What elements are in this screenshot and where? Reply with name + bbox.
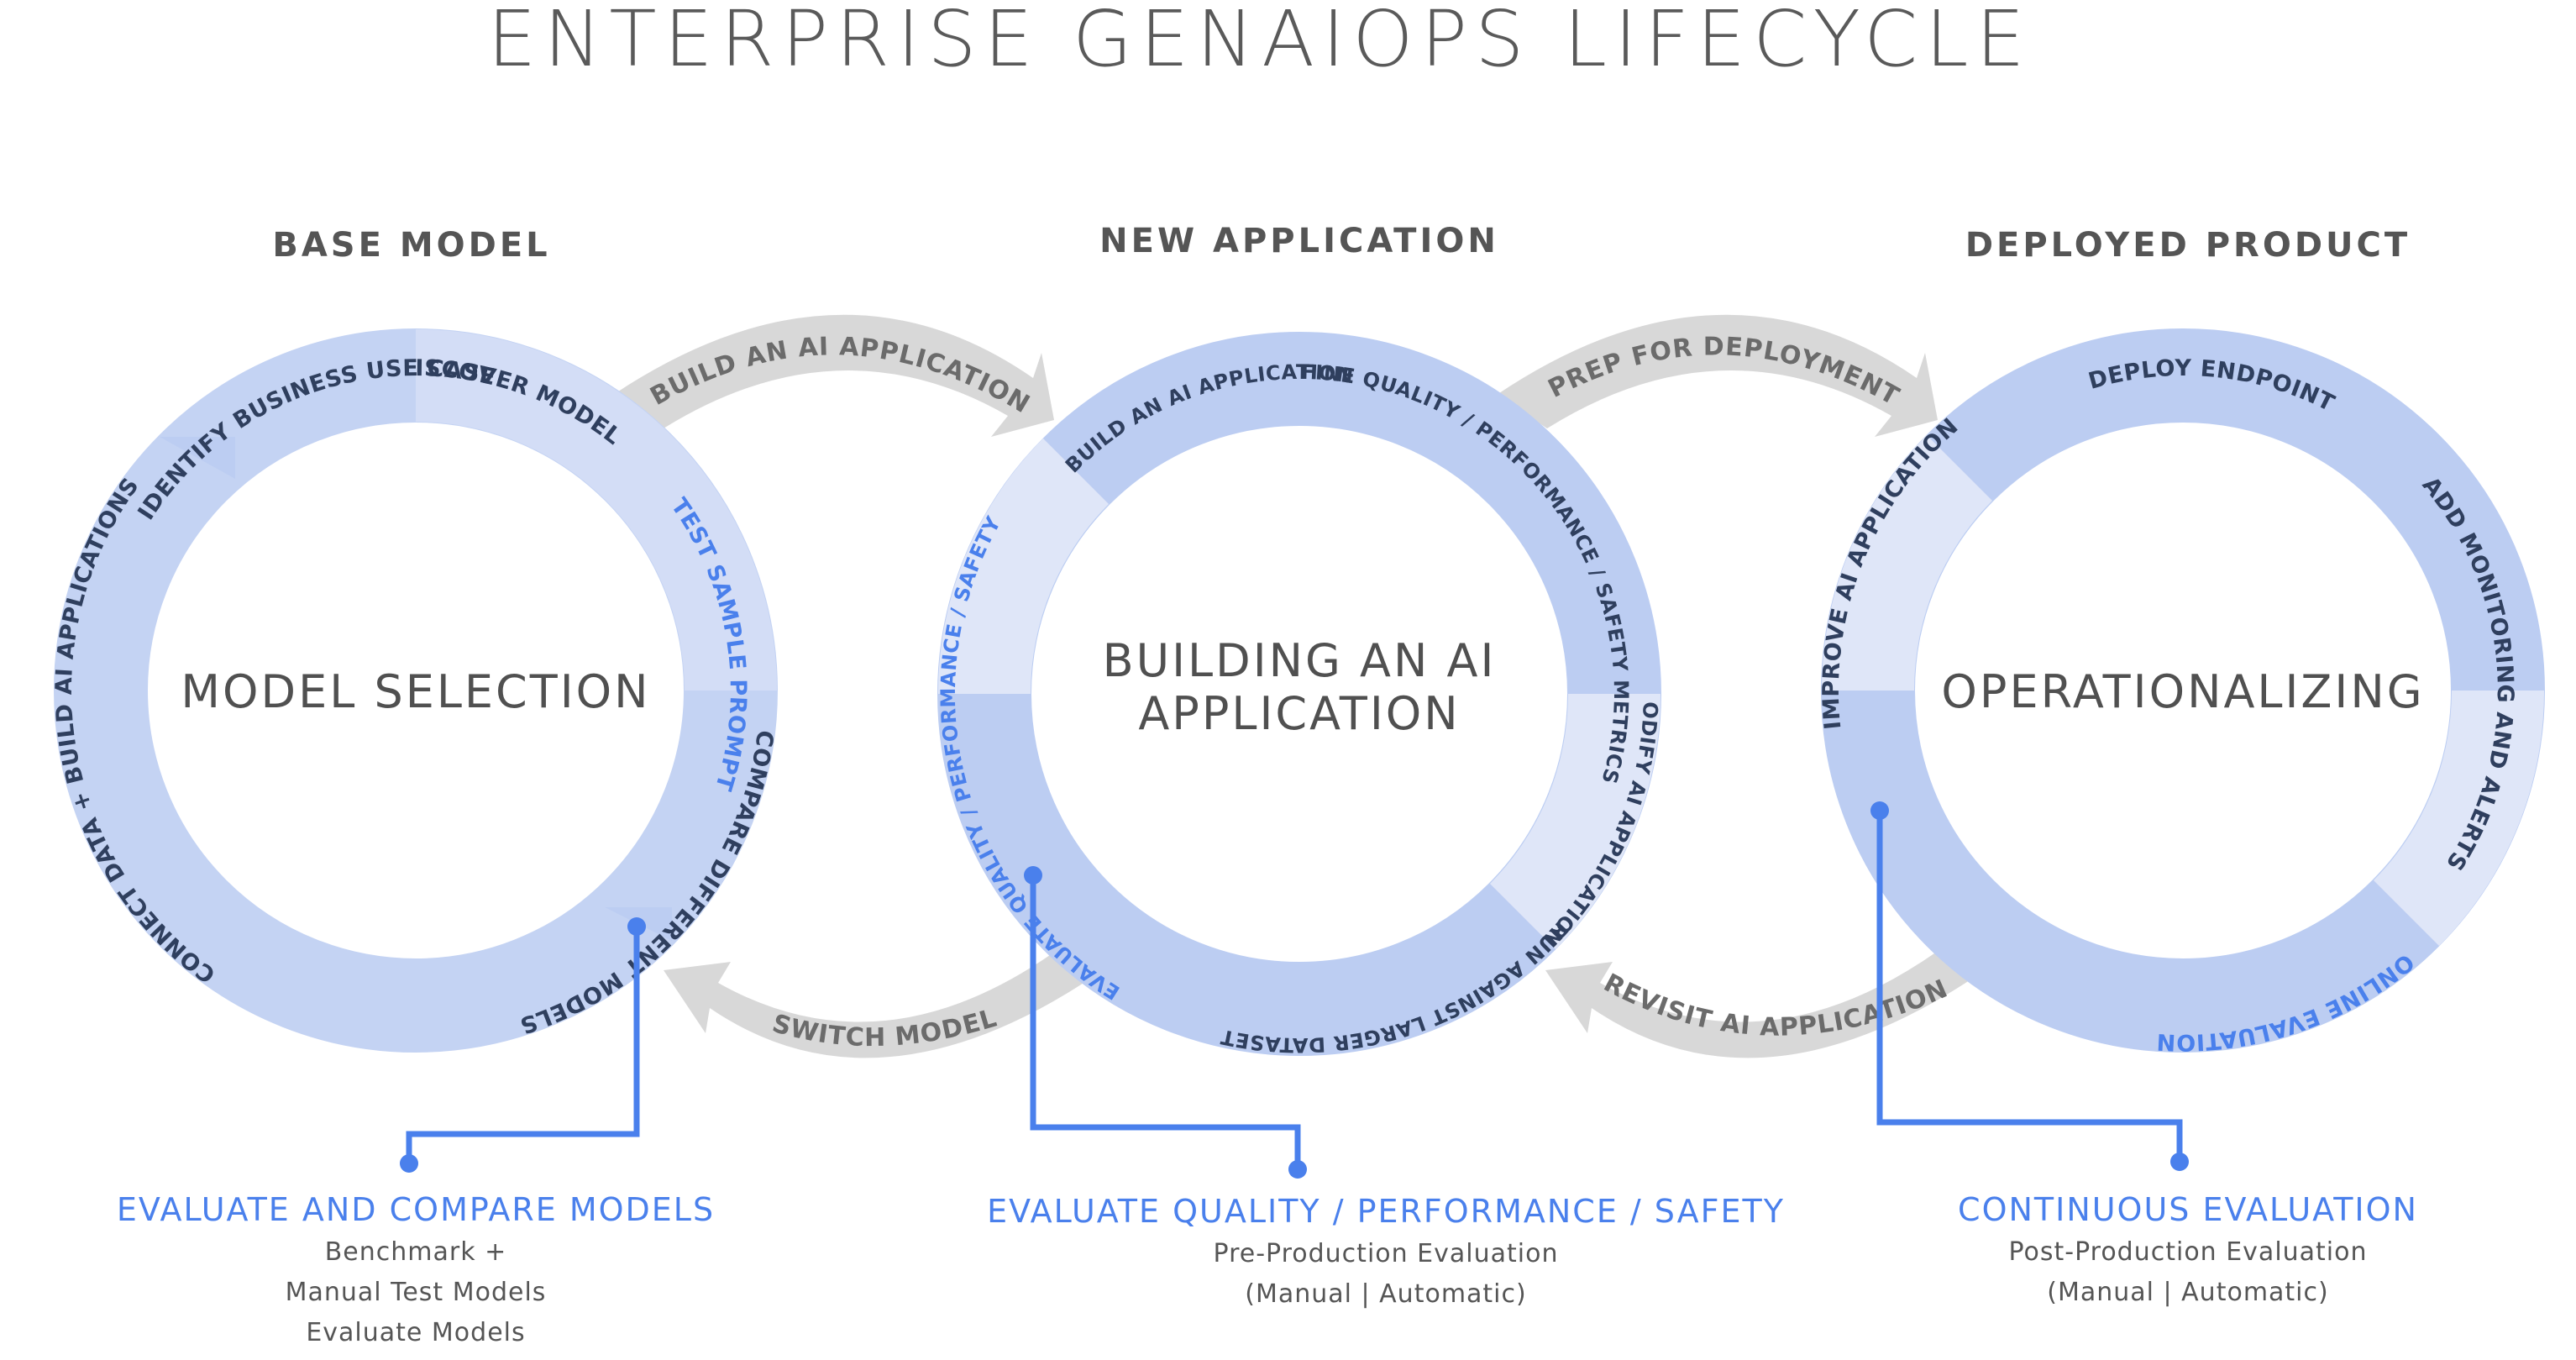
stage-header-new-application: NEW APPLICATION (1099, 222, 1499, 260)
stage-header-deployed-product: DEPLOYED PRODUCT (1965, 226, 2411, 265)
ring-segment-light (1821, 435, 1992, 691)
ring-building-ai-application: BUILDING AN AI APPLICATION BUILD AN AI A… (0, 0, 1662, 1057)
ring-segment-light (937, 438, 1109, 694)
arrow-shape (1545, 949, 1991, 1058)
connector-dot-start (627, 917, 646, 936)
ring-center-label: OPERATIONALIZING (1941, 665, 2424, 718)
evaluation-block-new-application: EVALUATE QUALITY / PERFORMANCE / SAFETY … (987, 1193, 1785, 1309)
ring-chevron (160, 437, 235, 479)
ring-operationalizing: OPERATIONALIZING DEPLOY ENDPOINT ADD MON… (1818, 328, 2545, 1055)
connector-line (406, 927, 640, 1163)
transition-arrow-switch-model: SWITCH MODEL (664, 949, 1109, 1058)
transition-arrow-build-app: BUILD AN AI APPLICATION (613, 314, 1054, 437)
connector-evaluate-compare (400, 917, 646, 1173)
evaluation-line: Evaluate Models (306, 1318, 525, 1347)
evaluation-line: Pre-Production Evaluation (1214, 1239, 1559, 1268)
evaluation-line: (Manual | Automatic) (1245, 1279, 1526, 1309)
evaluation-block-base-model: EVALUATE AND COMPARE MODELS Benchmark + … (117, 1191, 715, 1347)
evaluation-title: EVALUATE AND COMPARE MODELS (117, 1191, 715, 1228)
connector-line (1030, 875, 1301, 1169)
connector-line (1876, 811, 2183, 1162)
evaluation-line: Benchmark + (325, 1237, 507, 1267)
diagram-title: ENTERPRISE GENAIOPS LIFECYCLE (487, 0, 2032, 84)
stage-header-base-model: BASE MODEL (272, 226, 550, 265)
connector-dot-start (1024, 866, 1042, 885)
ring-center-label-line1: BUILDING AN AI (1103, 634, 1497, 687)
connector-evaluate-quality (1024, 866, 1307, 1179)
connector-dot-end (400, 1154, 418, 1173)
evaluation-block-deployed-product: CONTINUOUS EVALUATION Post-Production Ev… (1958, 1191, 2418, 1307)
arrow-shape (664, 949, 1109, 1058)
evaluation-line: Manual Test Models (286, 1278, 547, 1307)
arrow-shape (613, 314, 1054, 437)
arrow-shape (1497, 314, 1938, 437)
connector-continuous-evaluation (1870, 801, 2189, 1171)
transition-arrow-prep-deployment: PREP FOR DEPLOYMENT (1497, 314, 1938, 437)
ring-model-selection: MODEL SELECTION IDENTIFY BUSINESS USE CA… (0, 0, 778, 1053)
evaluation-title: EVALUATE QUALITY / PERFORMANCE / SAFETY (987, 1193, 1785, 1230)
ring-segment-light (416, 329, 777, 691)
connector-dot-end (2170, 1153, 2189, 1171)
transition-arrow-revisit-app: REVISIT AI APPLICATION (1545, 949, 1991, 1058)
connector-dot-end (1288, 1160, 1307, 1179)
evaluation-title: CONTINUOUS EVALUATION (1958, 1191, 2418, 1228)
ring-center-label: MODEL SELECTION (181, 665, 650, 718)
evaluation-line: Post-Production Evaluation (2008, 1237, 2367, 1267)
evaluation-line: (Manual | Automatic) (2047, 1278, 2328, 1307)
ring-segment-light (1490, 694, 1661, 949)
ring-segment-light (2374, 691, 2545, 946)
ring-center-label-line2: APPLICATION (1138, 687, 1460, 740)
connector-dot-start (1870, 801, 1889, 820)
